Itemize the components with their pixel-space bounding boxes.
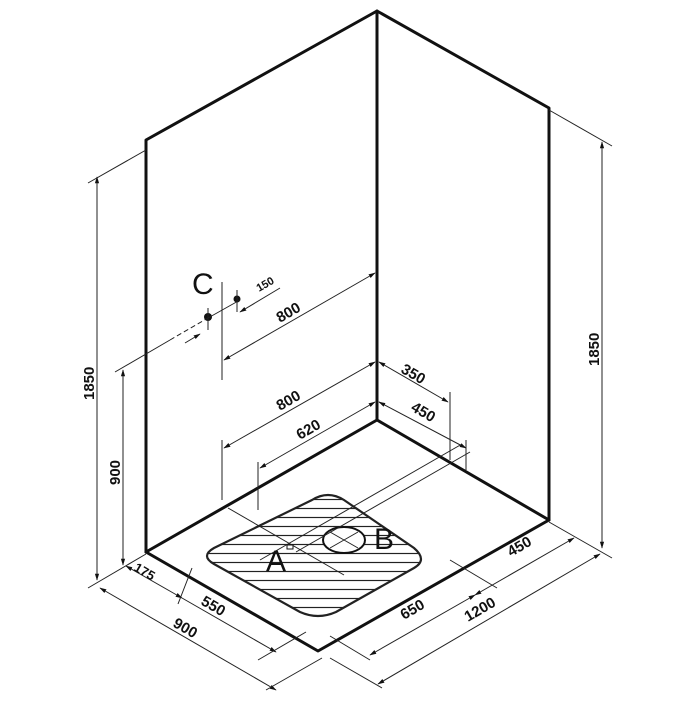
- dimension-lines: [87, 109, 613, 691]
- dim-right-350: 350: [398, 361, 428, 388]
- dim-c-800: 800: [274, 299, 304, 326]
- dim-front-650: 650: [398, 596, 428, 623]
- dim-left-900: 900: [107, 460, 124, 485]
- dim-back-620: 620: [294, 416, 324, 443]
- dim-left-1850: 1850: [81, 367, 98, 400]
- dim-front-175: 175: [132, 560, 158, 584]
- label-c: C: [192, 268, 214, 301]
- label-b: B: [374, 523, 394, 556]
- dim-back-800: 800: [274, 387, 304, 414]
- dim-right-450: 450: [408, 399, 438, 426]
- dim-front-1200: 1200: [462, 594, 499, 625]
- dim-front-900: 900: [170, 615, 200, 642]
- label-a: A: [266, 545, 286, 578]
- dim-right-1850: 1850: [586, 333, 603, 366]
- dim-front-450: 450: [505, 533, 535, 560]
